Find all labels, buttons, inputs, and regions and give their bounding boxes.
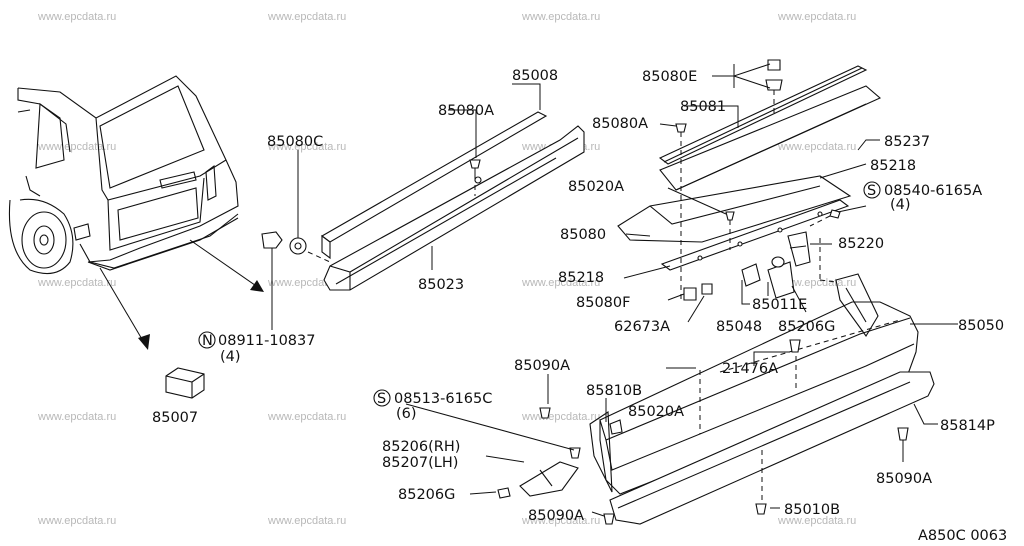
label-08540-qty: (4) <box>890 197 911 213</box>
bumper-rubber-85080C <box>289 237 331 263</box>
label-85080A: 85080A <box>438 103 494 119</box>
clip-85080A <box>675 123 687 300</box>
label-85080: 85080 <box>560 227 606 243</box>
label-85023: 85023 <box>418 277 464 293</box>
watermark: www.epcdata.ru <box>37 515 116 527</box>
bracket-85048 <box>741 263 761 287</box>
watermark: www.epcdata.ru <box>267 141 346 153</box>
bolt-85010B <box>755 450 767 515</box>
label-85206G: 85206G <box>398 487 455 503</box>
s-symbol: S <box>867 183 876 199</box>
bumper-upper-stay-85081 <box>658 65 868 165</box>
label-85020A: 85020A <box>568 179 624 195</box>
bumper-retainer-85080 <box>617 175 852 243</box>
bumper-fascia-85050 <box>589 273 919 495</box>
label-85010B: 85010B <box>784 502 840 518</box>
clips-85080F <box>683 283 713 301</box>
label-85080A: 85080A <box>592 116 648 132</box>
label-85007: 85007 <box>152 410 198 426</box>
clips-85020A <box>725 211 735 250</box>
label-08513-qty: (6) <box>396 406 417 422</box>
n-symbol: N <box>202 333 213 349</box>
label-85048: 85048 <box>716 319 762 335</box>
label-08513-6165C: 08513-6165C <box>394 391 492 407</box>
fasteners-85080E <box>765 59 783 114</box>
watermark: www.epcdata.ru <box>521 277 600 289</box>
clip-21476A <box>789 339 801 353</box>
watermark: www.epcdata.ru <box>37 11 116 23</box>
watermark: www.epcdata.ru <box>267 411 346 423</box>
figure-code: A850C 0063 <box>918 528 1007 544</box>
watermark: www.epcdata.ru <box>777 11 856 23</box>
screws-85090A <box>539 407 909 525</box>
label-08540-6165A: 08540-6165A <box>884 183 982 199</box>
side-bracket-85206-85207 <box>497 447 581 499</box>
label-85090A: 85090A <box>528 508 584 524</box>
label-62673A: 62673A <box>614 319 670 335</box>
leader-lines <box>297 63 958 517</box>
label-85080E: 85080E <box>642 69 697 85</box>
nut-08911-10837 <box>261 231 283 330</box>
label-85050: 85050 <box>958 318 1004 334</box>
label-85206G: 85206G <box>778 319 835 335</box>
label-08911-10837: 08911-10837 <box>218 333 316 349</box>
label-85810B: 85810B <box>586 383 642 399</box>
label-85080F: 85080F <box>576 295 630 311</box>
label-85218: 85218 <box>870 158 916 174</box>
watermark: www.epcdata.ru <box>37 411 116 423</box>
watermark: www.epcdata.ru <box>777 515 856 527</box>
label-85080C: 85080C <box>267 134 323 150</box>
label-08911-qty: (4) <box>220 349 241 365</box>
label-85090A: 85090A <box>876 471 932 487</box>
watermark: www.epcdata.ru <box>521 515 600 527</box>
label-85011E: 85011E <box>752 297 807 313</box>
label-85206-rh: 85206(RH) <box>382 439 460 455</box>
watermark: www.epcdata.ru <box>521 11 600 23</box>
label-21476A: 21476A <box>722 361 778 377</box>
watermark: www.epcdata.ru <box>521 411 600 423</box>
bumper-molding-85814P <box>609 371 935 525</box>
vehicle-rear-illustration <box>8 75 239 275</box>
label-85090A: 85090A <box>514 358 570 374</box>
clip-85810B <box>609 419 623 435</box>
clip-85011E <box>771 256 785 268</box>
s-symbol-circle <box>863 181 881 199</box>
watermark: www.epcdata.ru <box>267 515 346 527</box>
watermark: www.epcdata.ru <box>777 141 856 153</box>
bracket-85220 <box>787 231 811 267</box>
n-symbol-circle <box>198 331 216 349</box>
bumper-bracket-85218 <box>660 199 850 271</box>
watermark: www.epcdata.ru <box>37 277 116 289</box>
label-85237: 85237 <box>884 134 930 150</box>
part-85007 <box>165 367 205 399</box>
label-85020A: 85020A <box>628 404 684 420</box>
part-labels: 85008 85080A 85080C 85023 08911-10837 (4… <box>152 68 1007 544</box>
pointer-arrows <box>99 239 264 350</box>
label-85081: 85081 <box>680 99 726 115</box>
watermark: www.epcdata.ru <box>267 11 346 23</box>
s-symbol: S <box>377 391 386 407</box>
watermark: www.epcdata.ru <box>37 141 116 153</box>
label-85218: 85218 <box>558 270 604 286</box>
label-85207-lh: 85207(LH) <box>382 455 458 471</box>
bumper-reinforcement-85023 <box>321 111 585 291</box>
label-85814P: 85814P <box>940 418 995 434</box>
s-symbol-circle <box>373 389 391 407</box>
label-85008: 85008 <box>512 68 558 84</box>
bumper-seal-85237 <box>659 85 882 191</box>
label-85220: 85220 <box>838 236 884 252</box>
screws-08540-6165A <box>809 209 841 227</box>
symbol-markers: N S S <box>198 181 881 407</box>
